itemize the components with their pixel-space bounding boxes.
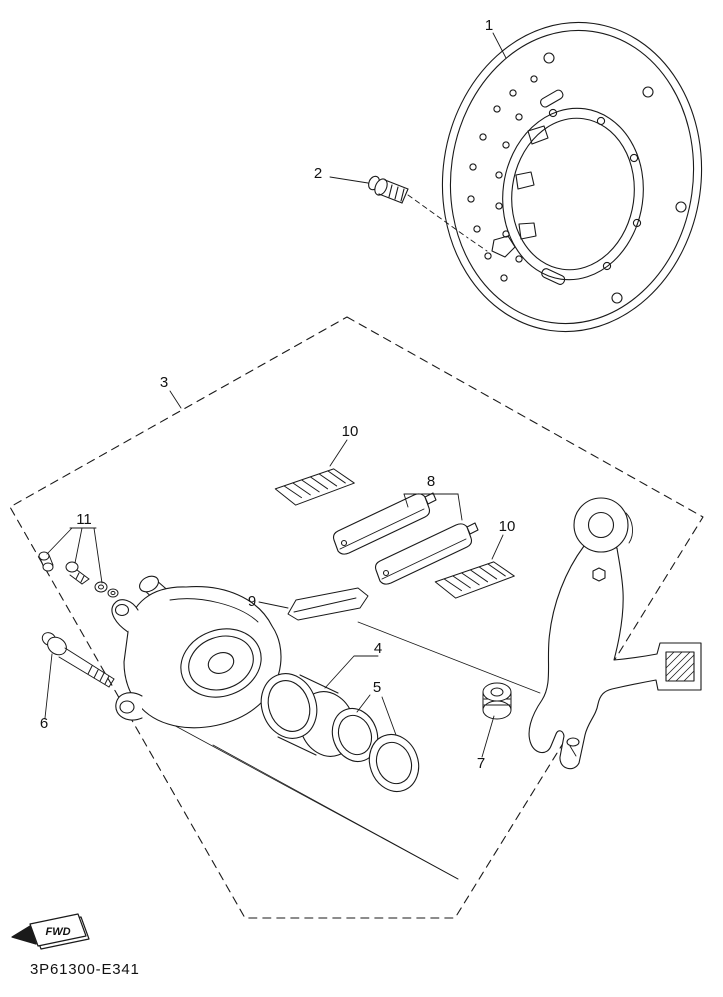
callout-11: 11 — [76, 511, 92, 528]
callout-10-lower: 10 — [499, 518, 516, 535]
fwd-arrow — [11, 913, 90, 950]
callout-1: 1 — [485, 17, 493, 34]
fwd-label: FWD — [45, 926, 70, 938]
projection-lines — [132, 621, 541, 880]
bleed-screw-parts-drawing — [38, 551, 119, 598]
brake-caliper-drawing — [111, 575, 282, 729]
callout-2: 2 — [314, 165, 322, 182]
disc-bolt-drawing — [368, 175, 488, 252]
callout-5: 5 — [373, 679, 381, 696]
callout-4: 4 — [374, 640, 382, 657]
pad-spring-lower-drawing — [434, 561, 515, 599]
callout-8: 8 — [427, 473, 435, 490]
pad-spring-upper-drawing — [274, 468, 355, 506]
part-code-label: 3P61300-E341 — [30, 961, 140, 978]
assembly-boundary-outline — [9, 316, 704, 919]
callout-leader-lines — [44, 32, 507, 758]
callout-7: 7 — [477, 755, 485, 772]
callout-10-upper: 10 — [342, 423, 359, 440]
seal-set-drawing — [331, 707, 420, 793]
brake-disc-drawing — [441, 21, 703, 333]
callout-6: 6 — [40, 715, 48, 732]
callout-9: 9 — [248, 593, 256, 610]
bushing-drawing — [482, 682, 512, 720]
callout-3: 3 — [160, 374, 168, 391]
slide-pin-bolt-drawing — [41, 632, 115, 688]
pad-support-drawing — [287, 587, 369, 621]
callout-labels: 1 2 3 4 5 6 7 8 9 10 10 11 — [40, 17, 516, 772]
brake-pads-drawing — [332, 492, 479, 585]
caliper-bracket-drawing — [528, 497, 702, 770]
